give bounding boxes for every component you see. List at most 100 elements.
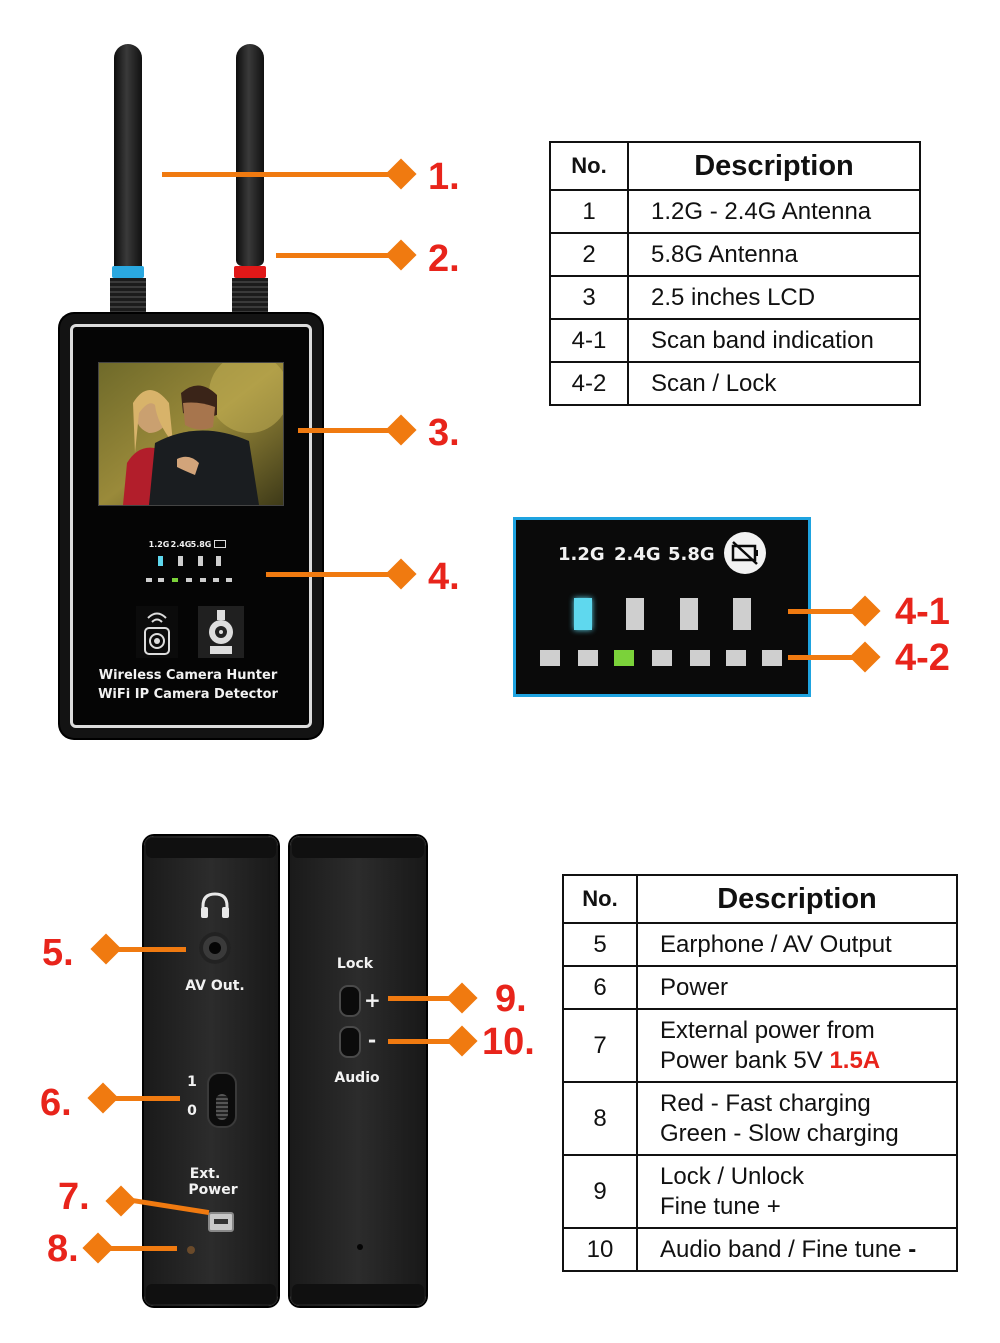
arrow-1-head (385, 158, 417, 190)
device-right-side (290, 836, 426, 1306)
ip-camera-icon (198, 606, 244, 658)
callout-3: 3. (428, 412, 460, 454)
arrow-5 (104, 947, 186, 952)
table-row: 4-2 Scan / Lock (549, 361, 921, 406)
product-name-line2: WiFi IP Camera Detector (98, 687, 278, 702)
callout-4: 4. (428, 556, 460, 598)
arrow-8 (97, 1246, 177, 1251)
description-table-2: No. Description 5 Earphone / AV Output 6… (562, 874, 958, 1272)
callout-6: 6. (40, 1082, 72, 1124)
table-row: 9 Lock / Unlock Fine tune + (562, 1154, 958, 1229)
band-label-3: 5.8G (190, 540, 212, 549)
zoom-scan-led-4 (652, 650, 672, 666)
table-row: 4-1 Scan band indication (549, 318, 921, 363)
row-line1: Earphone / AV Output (660, 930, 892, 958)
av-out-jack[interactable] (199, 932, 231, 964)
callout-1: 1. (428, 156, 460, 198)
arrow-3 (298, 428, 402, 433)
row-description: Lock / Unlock Fine tune + (636, 1154, 958, 1229)
callout-7: 7. (58, 1176, 90, 1218)
antenna-2-collar (232, 278, 268, 318)
description-table-1: No. Description 1 1.2G - 2.4G Antenna 2 … (549, 141, 921, 406)
row-description: Audio band / Fine tune - (636, 1227, 958, 1272)
row-no: 6 (562, 965, 638, 1010)
table-row: 6 Power (562, 965, 958, 1010)
lock-plus-button[interactable] (339, 985, 361, 1017)
audio-label: Audio (334, 1070, 380, 1086)
headphone-icon (198, 890, 232, 920)
row-description: 5.8G Antenna (627, 232, 921, 277)
zoom-band-led-1 (574, 598, 592, 630)
row-line1: Lock / Unlock (660, 1162, 805, 1190)
switch-on-label: 1 (187, 1074, 197, 1090)
zoom-battery-icon (724, 532, 766, 574)
switch-off-label: 0 (187, 1103, 197, 1119)
lcd-screen (98, 362, 284, 506)
table-row: 8 Red - Fast charging Green - Slow charg… (562, 1081, 958, 1156)
table-row: 7 External power from Power bank 5V 1.5A (562, 1008, 958, 1083)
row-no: 4-2 (549, 361, 629, 406)
antenna-1 (114, 44, 142, 274)
arrow-4-2 (788, 655, 864, 660)
scan-led-6 (213, 578, 219, 582)
left-side-bottom-cap (146, 1284, 276, 1304)
arrow-6 (102, 1096, 180, 1101)
zoom-scan-led-6 (726, 650, 746, 666)
scan-led-5 (200, 578, 206, 582)
usb-power-port[interactable] (208, 1212, 234, 1232)
arrow-4-1 (788, 609, 864, 614)
band-led-4 (216, 556, 221, 566)
callout-10: 10. (482, 1021, 535, 1063)
zoom-band-label-1: 1.2G (558, 544, 605, 565)
row-no: 8 (562, 1081, 638, 1156)
ext-power-label-2: Power (188, 1182, 238, 1198)
band-label-1: 1.2G (148, 540, 170, 549)
row-description: Power (636, 965, 958, 1010)
header-description: Description (636, 874, 958, 924)
row-description: External power from Power bank 5V 1.5A (636, 1008, 958, 1083)
antenna-1-collar (110, 278, 146, 318)
band-led-2 (178, 556, 183, 566)
row-description: Red - Fast charging Green - Slow chargin… (636, 1081, 958, 1156)
zoom-scan-led-2 (578, 650, 598, 666)
arrow-2 (276, 253, 402, 258)
arrow-2-head (385, 239, 417, 271)
callout-4-1: 4-1 (895, 591, 950, 633)
zoom-scan-led-7 (762, 650, 782, 666)
antenna-2 (236, 44, 264, 266)
power-switch[interactable] (207, 1072, 237, 1128)
band-label-2: 2.4G (170, 540, 192, 549)
zoom-band-label-2: 2.4G (614, 544, 661, 565)
row-description: Scan / Lock (627, 361, 921, 406)
table-header-row: No. Description (549, 141, 921, 191)
callout-8: 8. (47, 1228, 79, 1270)
microphone-hole (357, 1244, 363, 1250)
minus-label: - (367, 1028, 377, 1052)
lcd-photo (99, 363, 283, 505)
arrow-10 (388, 1039, 464, 1044)
row-description: 1.2G - 2.4G Antenna (627, 189, 921, 234)
row-no: 3 (549, 275, 629, 320)
callout-4-2: 4-2 (895, 637, 950, 679)
row-line1: Red - Fast charging (660, 1089, 871, 1117)
left-side-top-cap (146, 838, 276, 858)
band-led-3 (198, 556, 203, 566)
charge-indicator-led (187, 1246, 195, 1254)
right-side-top-cap (292, 838, 424, 858)
arrow-1 (162, 172, 402, 177)
arrow-4-2-head (849, 641, 881, 673)
scan-led-4 (186, 578, 192, 582)
arrow-9 (388, 996, 464, 1001)
scan-led-1 (146, 578, 152, 582)
callout-9: 9. (495, 978, 527, 1020)
ext-power-label-1: Ext. (189, 1166, 221, 1182)
row-description: 2.5 inches LCD (627, 275, 921, 320)
zoom-scan-led-1 (540, 650, 560, 666)
arrow-9-head (446, 982, 478, 1014)
table-row: 2 5.8G Antenna (549, 232, 921, 277)
scan-led-2 (158, 578, 164, 582)
table-header-row: No. Description (562, 874, 958, 924)
band-led-1 (158, 556, 163, 566)
row-no: 10 (562, 1227, 638, 1272)
audio-minus-button[interactable] (339, 1026, 361, 1058)
